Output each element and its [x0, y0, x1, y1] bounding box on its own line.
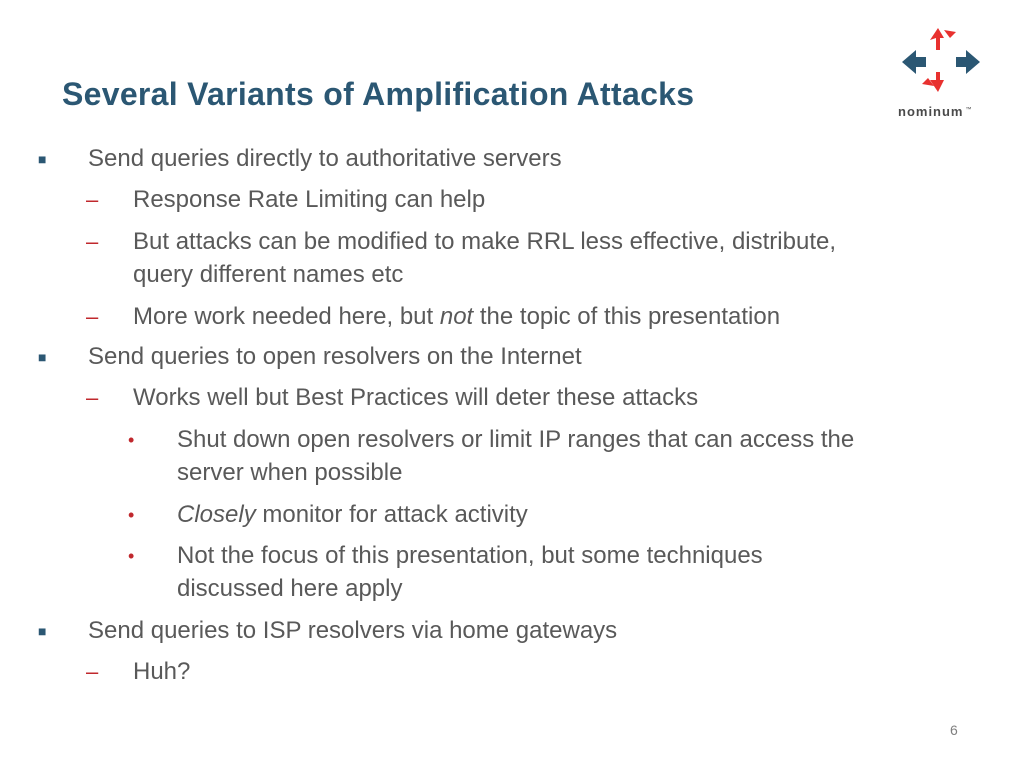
bullet-marker-dash: – — [86, 229, 99, 254]
bullet-item: Shut down open resolvers or limit IP ran… — [177, 426, 855, 453]
bullet-item: Response Rate Limiting can help — [133, 186, 486, 213]
bullet-marker-dash: – — [86, 304, 99, 329]
bullet-marker-dot: • — [128, 546, 135, 566]
bullet-item: Send queries to ISP resolvers via home g… — [88, 617, 618, 644]
bullet-marker-square: ■ — [38, 151, 47, 167]
bullet-item: Not the focus of this presentation, but … — [177, 542, 763, 569]
bullet-marker-dash: – — [86, 187, 99, 212]
bullet-marker-square: ■ — [38, 623, 47, 639]
bullet-item-continued: query different names etc — [133, 261, 404, 288]
bullet-item-continued: discussed here apply — [177, 575, 403, 602]
bullet-marker-square: ■ — [38, 349, 47, 365]
arrows-logo-icon — [902, 28, 980, 92]
bullet-item: More work needed here, but not the topic… — [133, 303, 781, 330]
bullet-marker-dot: • — [128, 430, 135, 450]
bullet-marker-dot: • — [128, 505, 135, 525]
bullet-item: Closely monitor for attack activity — [177, 501, 528, 528]
bullet-item: Huh? — [133, 658, 191, 685]
page-number: 6 — [950, 722, 958, 738]
page-title: Several Variants of Amplification Attack… — [62, 76, 695, 112]
bullet-item: Send queries to open resolvers on the In… — [88, 343, 582, 370]
bullet-marker-dash: – — [86, 385, 99, 410]
bullet-item: Send queries directly to authoritative s… — [88, 145, 562, 172]
bullet-item: But attacks can be modified to make RRL … — [133, 228, 837, 255]
bullet-marker-dash: – — [86, 659, 99, 684]
bullet-item-continued: server when possible — [177, 459, 403, 486]
bullet-item: Works well but Best Practices will deter… — [133, 384, 699, 411]
